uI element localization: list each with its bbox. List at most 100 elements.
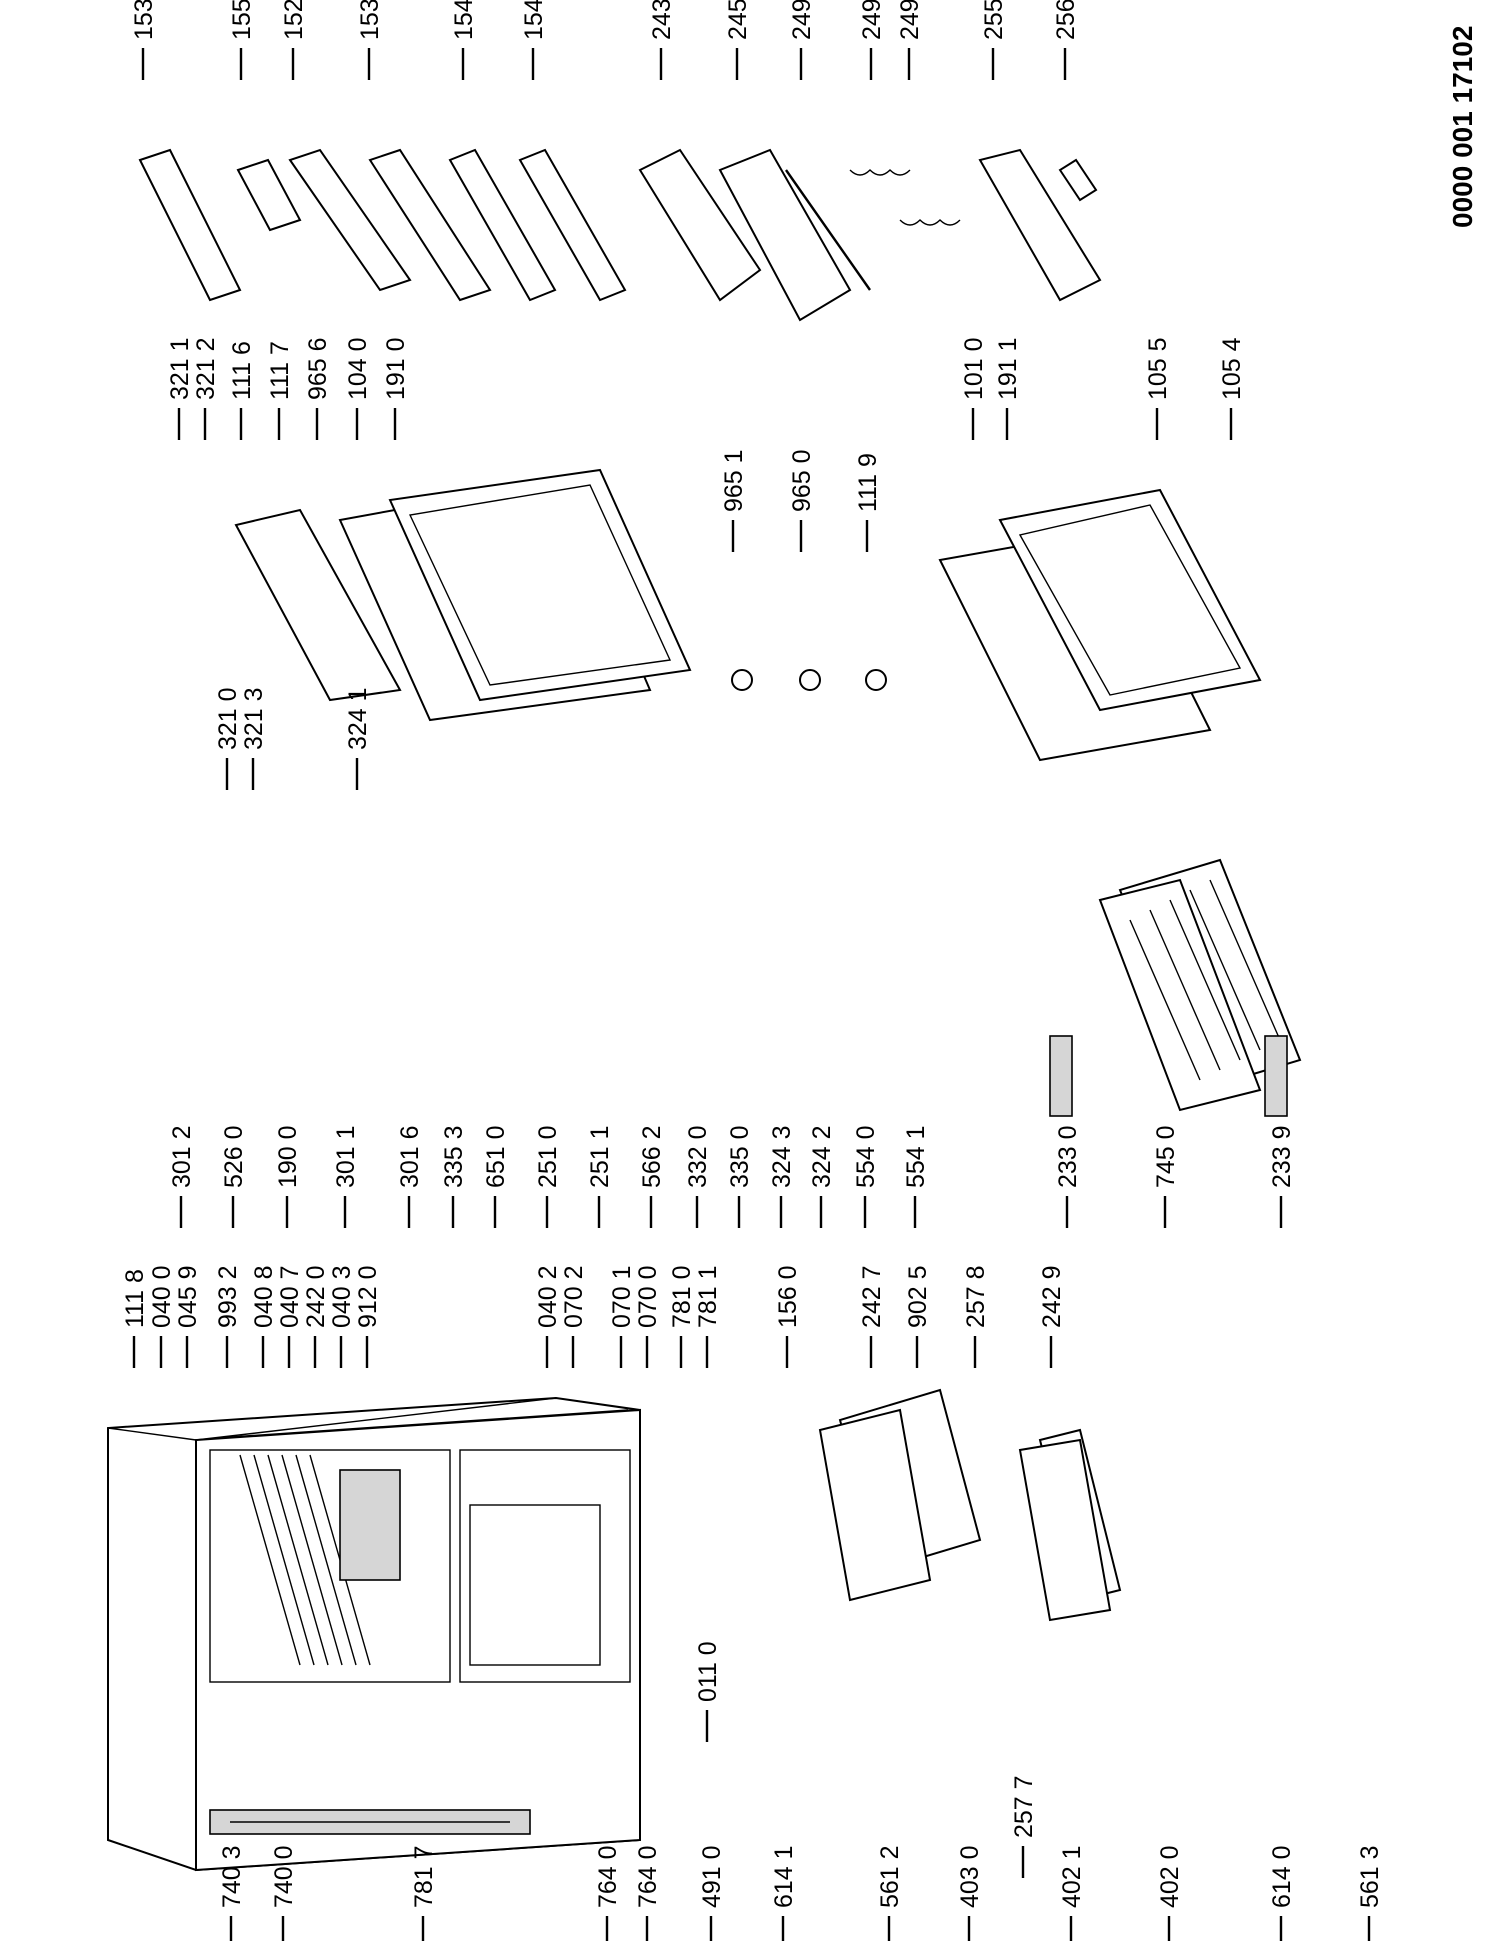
part-label-965-6: 965 6 [304,337,332,440]
drawers-illustration [818,858,1302,1622]
part-number: 249 8 [858,0,886,40]
part-number: 335 0 [726,1125,754,1188]
part-label-155-0: 155 0 [228,0,256,80]
part-label-651-0: 651 0 [482,1125,510,1228]
part-label-242-0: 242 0 [302,1265,330,1368]
part-label-245-0: 245 0 [724,0,752,80]
part-number: 040 3 [328,1265,356,1328]
part-label-561-3: 561 3 [1356,1845,1384,1941]
part-number: 993 2 [214,1265,242,1328]
part-number: 040 0 [148,1265,176,1328]
part-label-242-7: 242 7 [858,1265,886,1368]
part-label-105-5: 105 5 [1144,337,1172,440]
part-label-402-1: 402 1 [1058,1845,1086,1941]
part-label-191-0: 191 0 [382,337,410,440]
part-number: 152 0 [280,0,308,40]
part-number: 781 0 [668,1265,696,1328]
part-label-965-0: 965 0 [788,449,816,552]
part-number: 045 9 [174,1265,202,1328]
part-label-255-0: 255 0 [980,0,1008,80]
part-number: 249 0 [788,0,816,40]
part-number: 256 0 [1052,0,1080,40]
part-label-257-8: 257 8 [962,1265,990,1368]
part-label-301-2: 301 2 [168,1125,196,1228]
part-label-335-3: 335 3 [440,1125,468,1228]
part-label-403-0: 403 0 [956,1845,984,1941]
part-number: 257 7 [1010,1775,1038,1838]
part-number: 301 6 [396,1125,424,1188]
cabinet-illustration [107,1396,641,1872]
part-number: 301 1 [332,1125,360,1188]
part-label-781-1: 781 1 [694,1265,722,1368]
part-label-491-0: 491 0 [698,1845,726,1941]
part-number: 324 1 [344,687,372,750]
part-number: 965 1 [720,449,748,512]
part-number: 011 0 [694,1641,722,1702]
part-number: 740 0 [270,1845,298,1908]
part-number: 070 0 [634,1265,662,1328]
part-number: 257 8 [962,1265,990,1328]
part-label-111-8: 111 8 [121,1269,149,1368]
part-number: 070 2 [560,1265,588,1328]
part-number: 554 0 [852,1125,880,1188]
part-number: 155 0 [228,0,256,40]
part-label-153-0: 153 0 [130,0,158,80]
part-number: 191 1 [994,337,1022,400]
part-label-561-2: 561 2 [876,1845,904,1941]
part-label-554-1: 554 1 [902,1125,930,1228]
part-label-045-9: 045 9 [174,1265,202,1368]
part-label-902-5: 902 5 [904,1265,932,1368]
part-label-249-0: 249 0 [788,0,816,80]
part-number: 321 2 [192,337,220,400]
part-number: 040 7 [276,1265,304,1328]
part-label-324-2: 324 2 [808,1125,836,1228]
part-label-321-2: 321 2 [192,337,220,440]
part-label-233-0: 233 0 [1054,1125,1082,1228]
part-label-781-7: 781 7 [410,1845,438,1941]
part-number: 764 0 [634,1845,662,1908]
part-number: 040 2 [534,1265,562,1328]
part-label-040-3: 040 3 [328,1265,356,1368]
part-number: 566 2 [638,1125,666,1188]
part-number: 233 9 [1268,1125,1296,1188]
part-label-324-1: 324 1 [344,687,372,790]
part-number: 781 7 [410,1845,438,1908]
part-number: 104 0 [344,337,372,400]
part-number: 614 0 [1268,1845,1296,1908]
part-number: 561 3 [1356,1845,1384,1908]
part-label-781-0: 781 0 [668,1265,696,1368]
part-label-251-0: 251 0 [534,1125,562,1228]
part-label-912-0: 912 0 [354,1265,382,1368]
part-label-111-9: 111 9 [854,453,882,552]
part-number: 335 3 [440,1125,468,1188]
part-label-745-0: 745 0 [1152,1125,1180,1228]
part-number: 403 0 [956,1845,984,1908]
part-label-111-7: 111 7 [266,341,294,440]
part-number: 191 0 [382,337,410,400]
part-label-070-0: 070 0 [634,1265,662,1368]
part-number: 105 4 [1218,337,1246,400]
part-label-332-0: 332 0 [684,1125,712,1228]
part-number: 324 3 [768,1125,796,1188]
part-label-104-0: 104 0 [344,337,372,440]
part-number: 614 1 [770,1845,798,1908]
part-number: 764 0 [594,1845,622,1908]
part-label-154-0: 154 0 [520,0,548,80]
part-label-070-2: 070 2 [560,1265,588,1368]
part-number: 561 2 [876,1845,904,1908]
part-label-153-3: 153 3 [356,0,384,80]
part-number: 154 0 [520,0,548,40]
part-number: 111 9 [854,453,882,512]
part-label-614-0: 614 0 [1268,1845,1296,1941]
part-number: 111 8 [121,1269,149,1328]
part-label-243-1: 243 1 [648,0,676,80]
part-label-993-2: 993 2 [214,1265,242,1368]
part-label-301-1: 301 1 [332,1125,360,1228]
part-number: 242 9 [1038,1265,1066,1328]
part-label-249-8: 249 8 [858,0,886,80]
part-number: 242 0 [302,1265,330,1328]
part-label-965-1: 965 1 [720,449,748,552]
part-label-190-0: 190 0 [274,1125,302,1228]
part-label-040-8: 040 8 [250,1265,278,1368]
part-label-335-0: 335 0 [726,1125,754,1228]
